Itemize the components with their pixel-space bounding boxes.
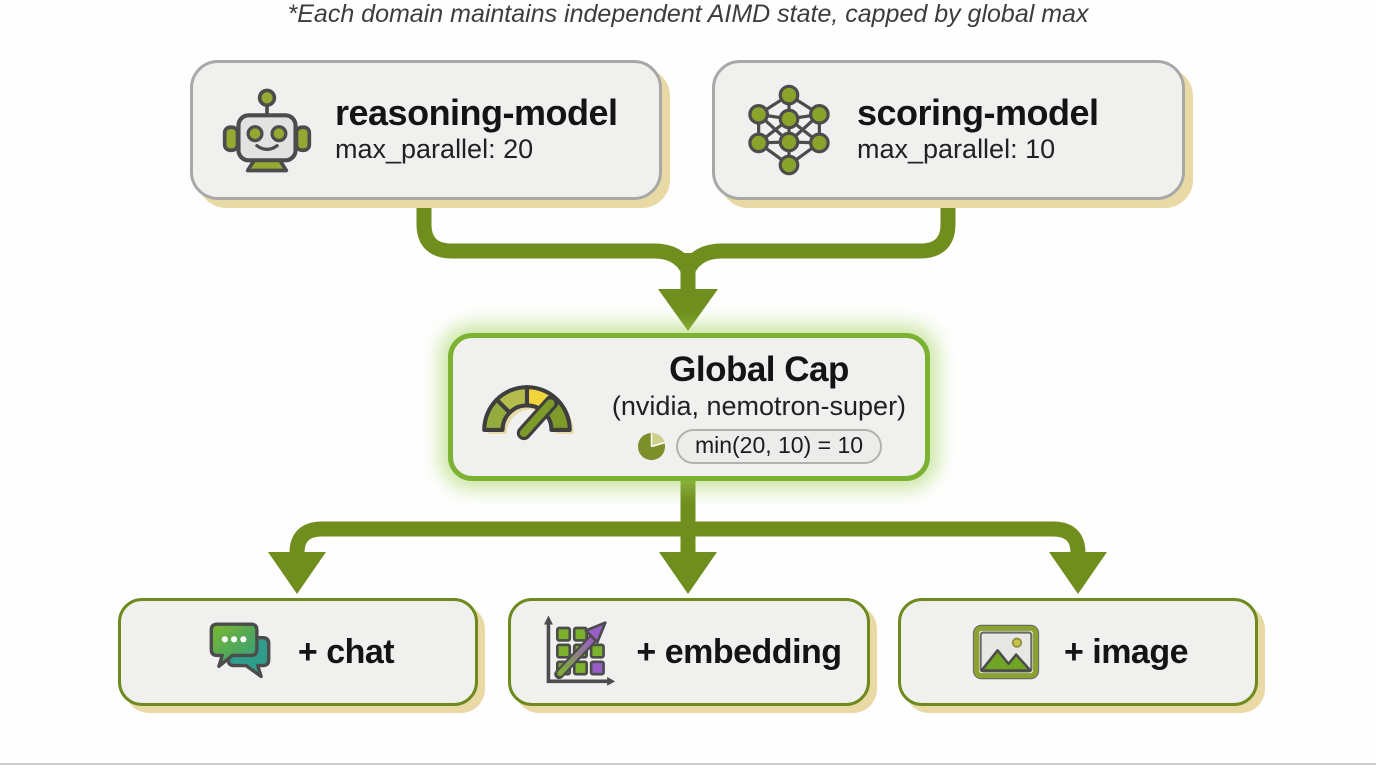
global-cap-title: Global Cap bbox=[669, 350, 849, 389]
merge-connector-left bbox=[416, 196, 695, 274]
min-formula-pill: min(20, 10) = 10 bbox=[675, 429, 883, 464]
fork-arrowhead-center bbox=[659, 552, 717, 594]
bottom-divider bbox=[0, 763, 1376, 765]
gauge-icon bbox=[482, 385, 574, 441]
domain-label: + image bbox=[1063, 632, 1189, 671]
node-domain-embedding: + embedding bbox=[508, 598, 870, 706]
global-cap-subtitle: (nvidia, nemotron-super) bbox=[611, 391, 907, 421]
neural-network-icon bbox=[748, 84, 830, 176]
chat-bubbles-icon bbox=[209, 622, 271, 679]
model-subtitle: max_parallel: 10 bbox=[857, 134, 1056, 165]
node-text: reasoning-model max_parallel: 20 bbox=[335, 91, 618, 167]
fork-bar bbox=[289, 521, 1086, 560]
node-text: scoring-model max_parallel: 10 bbox=[857, 91, 1099, 167]
image-icon bbox=[972, 624, 1040, 680]
node-text: Global Cap (nvidia, nemotron-super) min(… bbox=[593, 350, 925, 464]
node-domain-image: + image bbox=[898, 598, 1258, 706]
model-title: scoring-model bbox=[857, 91, 1099, 133]
merge-connector-right bbox=[681, 196, 956, 274]
model-title: reasoning-model bbox=[335, 91, 618, 133]
node-scoring-model: scoring-model max_parallel: 10 bbox=[712, 60, 1185, 200]
model-subtitle: max_parallel: 20 bbox=[335, 134, 534, 165]
node-domain-chat: + chat bbox=[118, 598, 478, 706]
domain-label: + chat bbox=[297, 632, 395, 671]
footnote: *Each domain maintains independent AIMD … bbox=[287, 0, 1089, 28]
pie-chart-icon bbox=[637, 432, 665, 461]
fork-arrowhead-right bbox=[1049, 552, 1107, 594]
domain-label: + embedding bbox=[636, 632, 842, 671]
node-global-cap: Global Cap (nvidia, nemotron-super) min(… bbox=[448, 333, 930, 481]
global-cap-badge-row: min(20, 10) = 10 bbox=[636, 429, 883, 464]
merge-arrowhead bbox=[658, 289, 718, 331]
node-reasoning-model: reasoning-model max_parallel: 20 bbox=[190, 60, 662, 200]
embedding-scatter-icon bbox=[544, 615, 616, 686]
fork-arrowhead-left bbox=[268, 552, 326, 594]
robot-icon bbox=[222, 88, 312, 173]
